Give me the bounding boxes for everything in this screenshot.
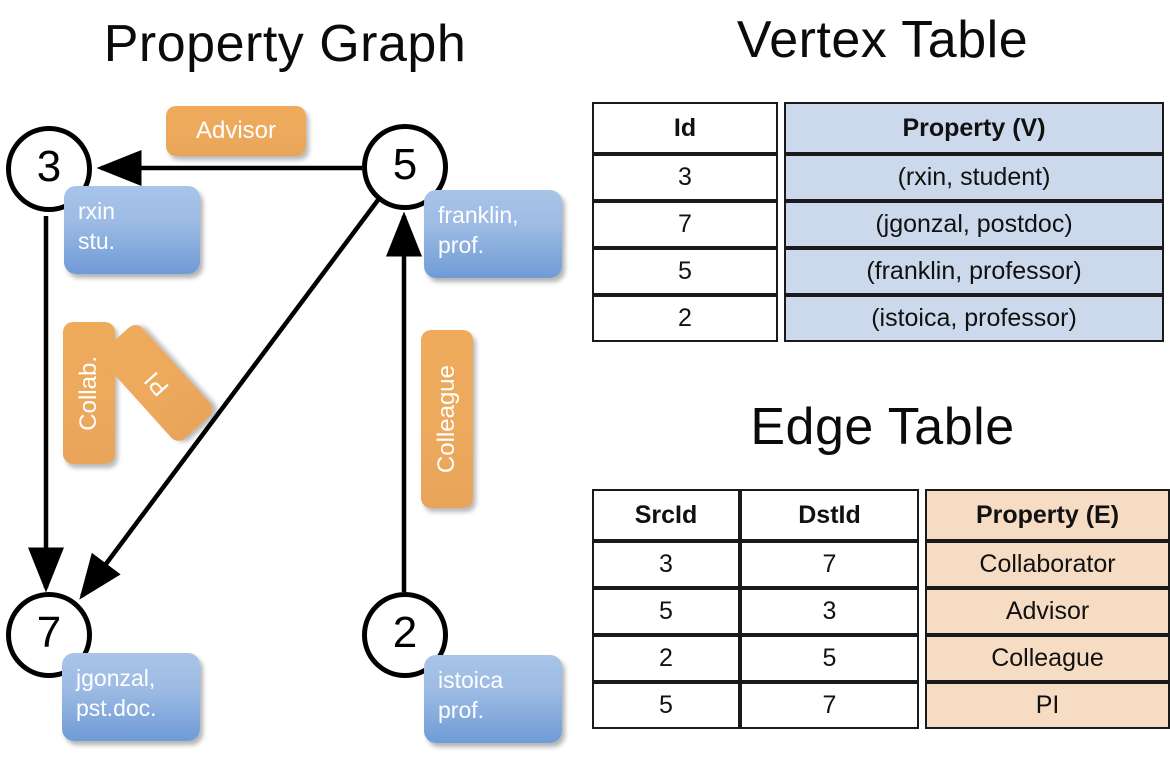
- edge-table-header-dstid: DstId: [740, 489, 919, 541]
- vertex-property-box-7-line1: jgonzal,: [76, 665, 156, 691]
- graph-node-2-label: 2: [392, 608, 418, 657]
- vertex-cell-property: (rxin, student): [784, 154, 1164, 201]
- vertex-table-header-id: Id: [592, 102, 778, 154]
- vertex-cell-id: 5: [592, 248, 778, 295]
- edge-table-container: SrcId DstId Property (E) 3 7 Collaborato…: [592, 489, 1170, 729]
- table-row[interactable]: 5 3 Advisor: [592, 588, 1170, 635]
- edge-cell-dstid: 3: [740, 588, 919, 635]
- table-row[interactable]: 5 (franklin, professor): [592, 248, 1164, 295]
- table-row[interactable]: 2 (istoica, professor): [592, 295, 1164, 342]
- graph-edges-svg: [28, 150, 422, 600]
- edge-cell-dstid: 5: [740, 635, 919, 682]
- edge-cell-property: Colleague: [925, 635, 1170, 682]
- page-title-property-graph: Property Graph: [103, 15, 467, 73]
- vertex-property-box-5-line1: franklin,: [438, 202, 519, 228]
- edge-table-header-property: Property (E): [925, 489, 1170, 541]
- edge-label-colleague-text: Colleague: [433, 364, 460, 474]
- edge-label-collab: Collab.: [63, 322, 115, 464]
- vertex-property-box-5: franklin, prof.: [424, 190, 562, 278]
- graph-node-2[interactable]: 2: [362, 592, 448, 678]
- edge-cell-srcid: 5: [592, 682, 740, 729]
- vertex-property-box-5-line2: prof.: [438, 232, 485, 259]
- edge-label-advisor: Advisor: [166, 106, 306, 156]
- vertex-cell-id: 7: [592, 201, 778, 248]
- graph-node-5[interactable]: 5: [362, 124, 448, 210]
- vertex-cell-property: (jgonzal, postdoc): [784, 201, 1164, 248]
- edge-cell-srcid: 5: [592, 588, 740, 635]
- vertex-property-box-2-line2: prof.: [438, 697, 485, 724]
- vertex-property-box-3-line2: stu.: [78, 228, 116, 255]
- table-header-row: Id Property (V): [592, 102, 1164, 154]
- table-row[interactable]: 3 (rxin, student): [592, 154, 1164, 201]
- edge-5-to-7: [79, 198, 380, 600]
- vertex-cell-id: 3: [592, 154, 778, 201]
- edge-label-colleague: Colleague: [421, 330, 473, 508]
- vertex-table-header-property: Property (V): [784, 102, 1164, 154]
- table-row[interactable]: 7 (jgonzal, postdoc): [592, 201, 1164, 248]
- vertex-table-container: Id Property (V) 3 (rxin, student) 7 (jgo…: [592, 102, 1164, 342]
- vertex-property-box-3: rxin stu.: [64, 186, 200, 274]
- vertex-property-box-3-line1: rxin: [78, 198, 116, 224]
- table-row[interactable]: 3 7 Collaborator: [592, 541, 1170, 588]
- edge-label-collab-text: Collab.: [75, 355, 102, 431]
- graph-node-5-label: 5: [392, 140, 418, 189]
- edge-cell-dstid: 7: [740, 682, 919, 729]
- section-title-edge-table: Edge Table: [750, 398, 1015, 456]
- edge-cell-srcid: 2: [592, 635, 740, 682]
- vertex-property-box-2-line1: istoica: [438, 667, 504, 693]
- edge-table-header-srcid: SrcId: [592, 489, 740, 541]
- edge-cell-dstid: 7: [740, 541, 919, 588]
- edge-cell-property: Advisor: [925, 588, 1170, 635]
- vertex-cell-id: 2: [592, 295, 778, 342]
- graph-node-7-label: 7: [36, 608, 62, 657]
- edge-table: SrcId DstId Property (E) 3 7 Collaborato…: [592, 489, 1170, 729]
- vertex-property-box-2: istoica prof.: [424, 655, 562, 743]
- table-row[interactable]: 2 5 Colleague: [592, 635, 1170, 682]
- edge-label-advisor-text: Advisor: [195, 117, 277, 144]
- table-header-row: SrcId DstId Property (E): [592, 489, 1170, 541]
- vertex-cell-property: (istoica, professor): [784, 295, 1164, 342]
- edge-label-pi-text: PI: [139, 365, 175, 401]
- vertex-table: Id Property (V) 3 (rxin, student) 7 (jgo…: [592, 102, 1164, 342]
- graph-node-3-label: 3: [36, 142, 62, 191]
- vertex-property-box-7-line2: pst.doc.: [76, 695, 157, 722]
- edge-cell-property: Collaborator: [925, 541, 1170, 588]
- vertex-property-box-7: jgonzal, pst.doc.: [62, 653, 200, 741]
- edge-cell-property: PI: [925, 682, 1170, 729]
- edge-cell-srcid: 3: [592, 541, 740, 588]
- vertex-cell-property: (franklin, professor): [784, 248, 1164, 295]
- property-graph-diagram: 3 5 7 2 rxin stu. franklin, prof. jgonza…: [6, 106, 562, 743]
- table-row[interactable]: 5 7 PI: [592, 682, 1170, 729]
- section-title-vertex-table: Vertex Table: [736, 11, 1029, 69]
